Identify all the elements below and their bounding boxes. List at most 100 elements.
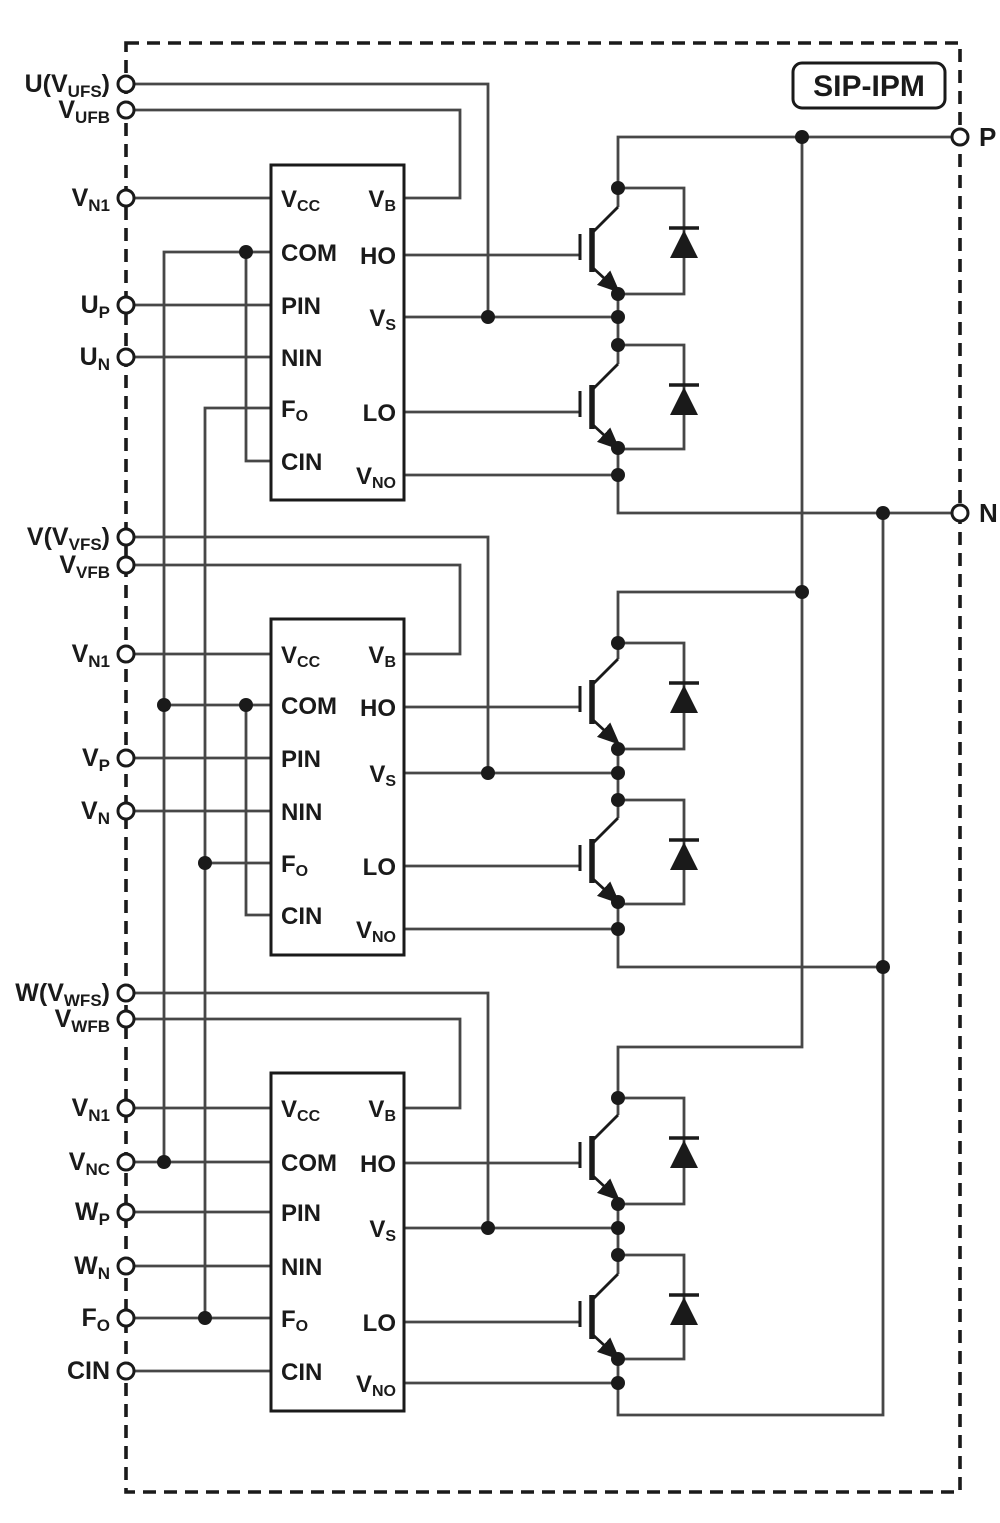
gate-driver-ic-w: VCC COM PIN NIN FO CIN VB HO VS LO VNO (269, 1071, 406, 1413)
pin-vnc: VNC (69, 1148, 136, 1179)
pin-vvfb: VVFB (59, 551, 136, 582)
ic-pin-label-cin: CIN (281, 449, 322, 476)
junction-dot (611, 1352, 625, 1366)
pin-terminal (116, 555, 136, 575)
igbt-u-high (578, 206, 621, 293)
pin-terminal (116, 801, 136, 821)
ic-pin-label-vs: VS (369, 305, 396, 334)
ic-box (269, 617, 406, 957)
junction-dot (795, 130, 809, 144)
ic-pin-label-fo: FO (281, 396, 308, 425)
igbt-collector-lead (591, 658, 619, 686)
module-boundary (124, 41, 962, 1494)
pin-vp: VP (82, 744, 136, 775)
wire-vwfb (133, 1017, 462, 1110)
ic-pin-label-vb: VB (368, 186, 396, 215)
wire-vvfb (133, 563, 462, 656)
diode-w-high (669, 1136, 699, 1168)
wire-v-vvfs (133, 535, 490, 773)
wire-cin1-link (244, 252, 271, 463)
ic-pin-label-vno: VNO (356, 917, 396, 946)
wire-diode-loop-4 (618, 798, 686, 906)
junction-dot (198, 856, 212, 870)
ic-pin-label-vb: VB (368, 1096, 396, 1125)
diode-v-low (669, 838, 699, 870)
wire-diode-loop-1 (618, 186, 686, 296)
pin-terminal (116, 1256, 136, 1276)
pin-label: VN (81, 797, 110, 828)
wire-u-vufs (133, 82, 490, 317)
igbt-collector-lead (591, 363, 619, 391)
junction-dot (481, 766, 495, 780)
pin-u-vufs: U(VUFS) (25, 70, 136, 101)
pin-vn1-v: VN1 (72, 640, 136, 671)
pin-terminal (116, 100, 136, 120)
junction-dot (611, 1091, 625, 1105)
wire-phase2-top (616, 590, 802, 659)
pin-vn1-u: VN1 (72, 184, 136, 215)
pin-label: WP (75, 1198, 110, 1229)
pin-label: WN (74, 1252, 110, 1283)
junction-dot (611, 793, 625, 807)
pin-vwfb: VWFB (55, 1005, 136, 1036)
ic-pin-label-nin: NIN (281, 799, 322, 826)
junction-dot (611, 287, 625, 301)
pin-label: VN1 (72, 184, 110, 215)
pin-terminal (116, 347, 136, 367)
pin-terminal (116, 527, 136, 547)
ic-pin-label-lo: LO (363, 400, 396, 427)
wire-phase1-top-p (616, 135, 952, 207)
diode-triangle (670, 230, 698, 258)
pin-v-vvfs: V(VVFS) (27, 523, 136, 554)
ic-pin-label-nin: NIN (281, 345, 322, 372)
ic-pin-label-vcc: VCC (281, 642, 321, 671)
igbt-u-low (578, 363, 621, 450)
junction-dot (611, 766, 625, 780)
pin-label: VN1 (72, 1094, 110, 1125)
pin-label: U(VUFS) (25, 70, 110, 101)
junction-dot (198, 1311, 212, 1325)
pin-label: UN (80, 343, 110, 374)
ic-box (269, 1071, 406, 1413)
pin-label: UP (81, 291, 110, 322)
pin-wn: WN (74, 1252, 136, 1283)
pin-terminal (116, 295, 136, 315)
pin-w-vwfs: W(VWFS) (15, 979, 136, 1010)
pin-terminal (116, 1308, 136, 1328)
ic-pin-label-vno: VNO (356, 463, 396, 492)
pin-terminal (950, 127, 970, 147)
junction-dot (481, 1221, 495, 1235)
ic-pin-label-pin: PIN (281, 746, 321, 773)
junction-dot (481, 310, 495, 324)
wire-fo-bus (203, 406, 271, 1318)
junction-dot (611, 468, 625, 482)
ic-pin-label-vb: VB (368, 642, 396, 671)
igbt-collector-lead (591, 1114, 619, 1142)
pin-label: VP (82, 744, 110, 775)
junction-dot (611, 181, 625, 195)
external-pins-left: U(VUFS) VUFB VN1 UP UN V(VVFS) VVFB VN1 (15, 70, 136, 1385)
junction-dot (611, 922, 625, 936)
junction-dot (239, 698, 253, 712)
junction-dot (611, 1248, 625, 1262)
wire-diode-loop-3 (618, 641, 686, 751)
terminal-label-p: P (979, 122, 996, 152)
module-title: SIP-IPM (813, 70, 925, 103)
ic-pin-label-ho: HO (360, 243, 396, 270)
module-title-box: SIP-IPM (791, 61, 947, 110)
pin-label: CIN (67, 1357, 110, 1385)
junction-dot (239, 245, 253, 259)
pin-vn: VN (81, 797, 136, 828)
junction-dot (611, 310, 625, 324)
wire-w-vwfs (133, 991, 490, 1228)
pin-vn1-w: VN1 (72, 1094, 136, 1125)
junction-dot (157, 698, 171, 712)
title-frame (791, 61, 947, 110)
pin-label: VWFB (55, 1005, 110, 1036)
igbt-v-low (578, 817, 621, 904)
wire-phase2-bottom (616, 902, 883, 969)
junction-dots (157, 130, 890, 1390)
ic-pin-label-nin: NIN (281, 1254, 322, 1281)
terminal-p: P (950, 122, 996, 152)
